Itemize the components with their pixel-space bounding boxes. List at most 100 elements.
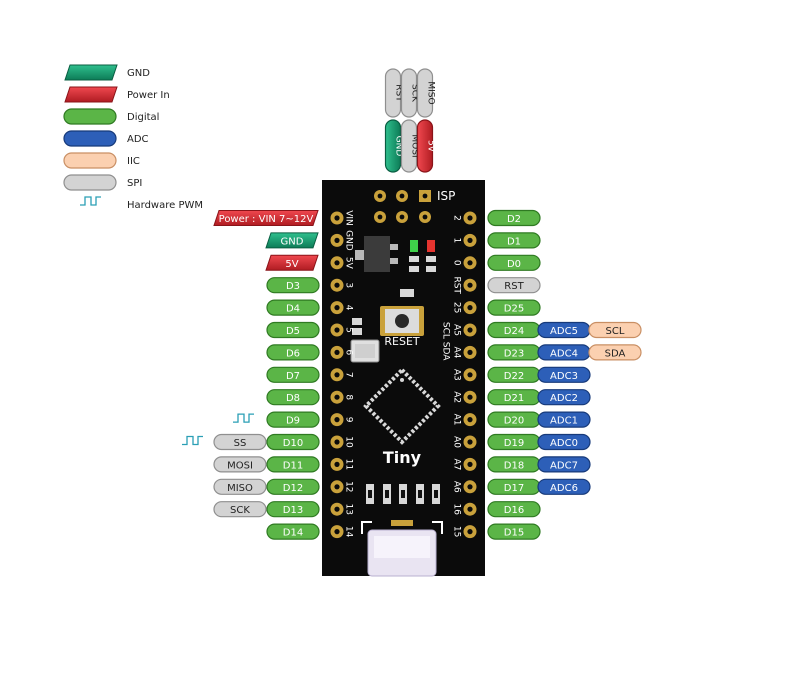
left-pin-d7-text: D7 bbox=[286, 371, 300, 382]
right-pin-rst-text: RST bbox=[504, 281, 524, 292]
left-pin-gnd: GND bbox=[265, 232, 319, 249]
isp-top-miso-text: MISO bbox=[426, 81, 436, 104]
right-pin-d19: D19 bbox=[487, 433, 541, 451]
right-silk-11: A7 bbox=[452, 458, 462, 470]
left-pin-d9-pwm-icon bbox=[233, 413, 254, 423]
right-pin-d25: D25 bbox=[487, 299, 541, 316]
left-silk-13: 13 bbox=[344, 503, 354, 514]
board-name: Tiny bbox=[383, 448, 422, 467]
left-pin-d6: D6 bbox=[266, 344, 320, 361]
right-pin-d23: D23 bbox=[487, 344, 541, 361]
right-pin-d17: D17 bbox=[487, 478, 541, 495]
left-pin-d3-text: D3 bbox=[286, 281, 300, 292]
right-pin-d1: D1 bbox=[487, 232, 541, 249]
right-silk-12: A6 bbox=[452, 481, 462, 493]
right-pin-d21: D21 bbox=[487, 389, 541, 406]
left-silk-1: GND bbox=[344, 230, 354, 251]
left-pin-d13-text: D13 bbox=[283, 505, 303, 516]
right-pin-rst: RST bbox=[487, 277, 541, 294]
left-silk-4: 4 bbox=[344, 305, 354, 311]
isp-pads bbox=[374, 190, 431, 223]
right-pin-d22-adc3: ADC3 bbox=[537, 366, 591, 383]
left-pin-5v-text: 5V bbox=[285, 259, 298, 270]
left-pin-d6-text: D6 bbox=[286, 348, 300, 359]
left-silk-11: 11 bbox=[344, 459, 354, 470]
left-silk-2: 5V bbox=[344, 257, 354, 270]
right-pin-d18-text: D18 bbox=[504, 460, 524, 471]
legend-iic-label: IIC bbox=[127, 156, 140, 167]
right-pin-d1-text: D1 bbox=[507, 236, 521, 247]
isp-bottom-gnd-text: GND bbox=[394, 136, 404, 157]
left-silk-8: 8 bbox=[344, 394, 354, 400]
right-pin-d21-adc2-text: ADC2 bbox=[550, 393, 578, 404]
left-silk-14: 14 bbox=[344, 526, 354, 538]
left-pin-labels: Power : VIN 7~12VGND5VD3D4D5D6D7D8D9D10S… bbox=[182, 210, 320, 540]
right-pin-d23-sda: SDA bbox=[588, 344, 642, 361]
right-pin-d24-scl: SCL bbox=[588, 321, 642, 339]
legend-gnd-label: GND bbox=[127, 68, 150, 79]
right-silk-10: A0 bbox=[452, 436, 462, 448]
left-pin-5v: 5V bbox=[265, 254, 319, 271]
left-pin-d13-sck-text: SCK bbox=[230, 505, 250, 516]
right-pin-d22: D22 bbox=[487, 366, 541, 383]
left-pin-d11-mosi-text: MOSI bbox=[227, 460, 253, 471]
right-pin-d19-text: D19 bbox=[504, 438, 524, 449]
left-pin-d12: D12 bbox=[266, 478, 320, 495]
right-pin-d17-adc6: ADC6 bbox=[537, 478, 591, 495]
left-pin-d13: D13 bbox=[266, 501, 320, 518]
hardware-pwm-icon bbox=[80, 196, 101, 206]
right-pin-d17-text: D17 bbox=[504, 483, 524, 494]
legend-iic-swatch bbox=[63, 152, 117, 169]
right-pin-d18-adc7: ADC7 bbox=[537, 456, 591, 473]
isp-bottom-mosi-text: MOSI bbox=[410, 134, 420, 157]
right-silk-3: RST bbox=[452, 276, 462, 294]
left-pin-power-vin-7-12v: Power : VIN 7~12V bbox=[213, 210, 319, 226]
right-pin-d15: D15 bbox=[487, 523, 541, 540]
right-pin-d20: D20 bbox=[487, 411, 541, 428]
right-pin-d21-adc2: ADC2 bbox=[537, 389, 591, 406]
left-silk-10: 10 bbox=[344, 436, 354, 448]
right-pin-d17-adc6-text: ADC6 bbox=[550, 483, 578, 494]
right-pin-d23-adc4-text: ADC4 bbox=[550, 348, 578, 359]
right-silk-8: A2 bbox=[452, 391, 462, 403]
right-pin-d23-text: D23 bbox=[504, 348, 524, 359]
left-pin-d4: D4 bbox=[266, 299, 320, 316]
right-pin-d19-adc0: ADC0 bbox=[537, 433, 591, 451]
left-pin-d10-ss: SS bbox=[213, 433, 267, 451]
left-pin-d11: D11 bbox=[266, 456, 320, 473]
isp-bottom-mosi bbox=[400, 119, 418, 173]
right-pin-d19-adc0-text: ADC0 bbox=[550, 438, 578, 449]
right-pin-d0: D0 bbox=[487, 254, 541, 271]
right-pin-d15-text: D15 bbox=[504, 528, 524, 539]
reset-button-component bbox=[380, 306, 424, 336]
reset-silk-label: RESET bbox=[384, 335, 420, 348]
left-pin-power-vin-7-12v-text: Power : VIN 7~12V bbox=[219, 214, 314, 225]
voltage-regulator bbox=[355, 236, 398, 272]
right-pin-d21-text: D21 bbox=[504, 393, 524, 404]
status-leds bbox=[400, 240, 436, 297]
left-pin-d11-text: D11 bbox=[283, 460, 303, 471]
isp-bottom-5v bbox=[416, 119, 434, 173]
scl-sda-silk: SCL SDA bbox=[441, 322, 451, 361]
left-pin-d7: D7 bbox=[266, 366, 320, 383]
left-pin-d9: D9 bbox=[266, 411, 320, 428]
right-pin-d2-text: D2 bbox=[507, 214, 521, 225]
left-silk-12: 12 bbox=[344, 481, 354, 492]
isp-bottom-5v-text: 5V bbox=[426, 140, 436, 153]
legend-spi-label: SPI bbox=[127, 178, 142, 189]
right-pin-d2: D2 bbox=[487, 209, 541, 227]
legend-adc-swatch bbox=[63, 130, 117, 147]
pin-pads bbox=[330, 211, 477, 539]
board-pcb bbox=[322, 180, 485, 576]
right-silk-5: A5 bbox=[452, 324, 462, 336]
left-pin-d10: D10 bbox=[266, 433, 320, 451]
left-silk-5: 5 bbox=[344, 327, 354, 333]
left-pin-d12-text: D12 bbox=[283, 483, 303, 494]
legend-adc-label: ADC bbox=[127, 134, 149, 145]
right-pin-d20-adc1: ADC1 bbox=[537, 411, 591, 428]
left-pin-d9-text: D9 bbox=[286, 416, 300, 427]
